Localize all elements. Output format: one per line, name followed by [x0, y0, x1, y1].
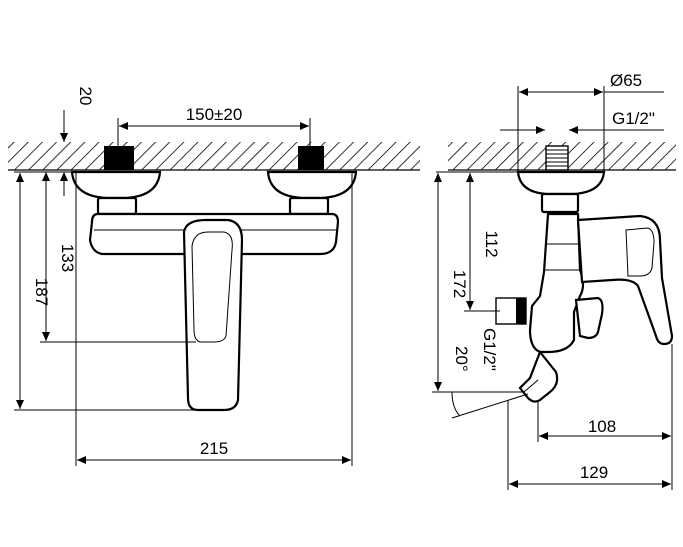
dim-label-215: 215 [200, 439, 228, 458]
dim-label-outlet-thread: G1/2" [480, 328, 499, 371]
spout-tip [523, 379, 539, 393]
dim-label-d65: Ø65 [610, 71, 642, 90]
right-inlet-thread [298, 146, 324, 170]
side-body [528, 212, 585, 354]
dim-label-129: 129 [580, 463, 608, 482]
dim-label-inlet-thread: G1/2" [612, 109, 655, 128]
left-escutcheon [70, 170, 162, 200]
lever-inner-contour [191, 231, 233, 343]
mixer-lever [182, 218, 244, 412]
side-inlet-thread-lines [546, 149, 568, 167]
angle-arc [451, 391, 461, 417]
side-view: Ø65 G1/2" 112 172 G1/2" 20° 108 129 [432, 71, 676, 490]
dim-label-20: 20 [76, 87, 95, 106]
side-outlet-black [516, 298, 526, 324]
dim-label-133: 133 [58, 244, 77, 272]
left-nut [96, 196, 138, 216]
side-escutcheon [516, 170, 606, 196]
dim-label-112: 112 [482, 230, 501, 257]
angle-leg [451, 393, 529, 419]
left-inlet-thread [104, 146, 134, 170]
dim-label-150: 150±20 [186, 105, 243, 124]
side-spout [518, 349, 559, 403]
dim-label-angle: 20° [452, 346, 471, 372]
front-wall-hatch [8, 142, 420, 170]
dim-label-108: 108 [588, 417, 616, 436]
side-nut [540, 192, 580, 214]
front-view: 150±20 20 133 187 215 [8, 87, 420, 466]
dim-label-187: 187 [32, 278, 51, 306]
right-escutcheon [266, 170, 358, 200]
right-nut [288, 196, 330, 216]
dim-label-172: 172 [450, 270, 469, 298]
diverter-knob [574, 296, 604, 340]
side-lever-inner [625, 227, 655, 277]
side-lever [576, 214, 674, 346]
